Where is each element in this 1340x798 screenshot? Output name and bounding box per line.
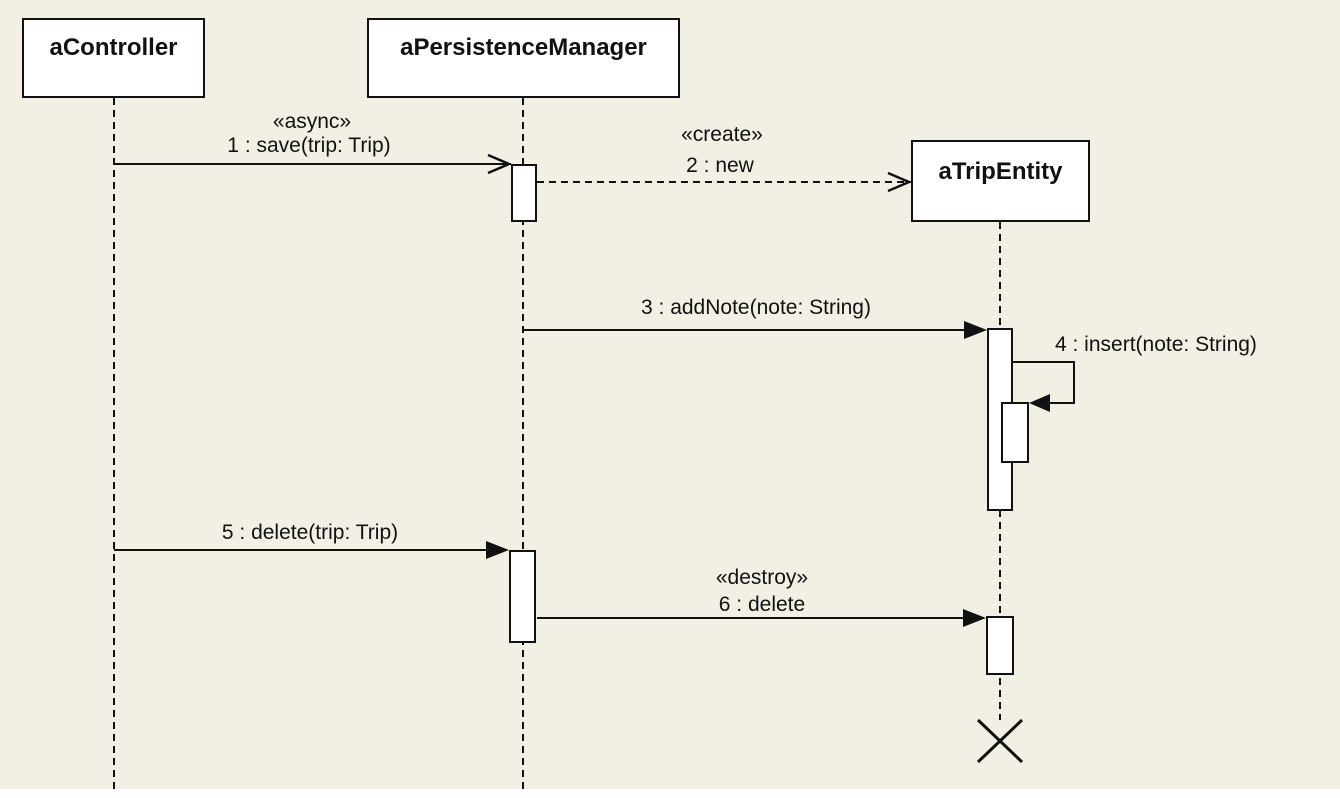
lifeline-acontroller	[113, 98, 115, 789]
lifeline-head-atripentity: aTripEntity	[911, 140, 1090, 222]
lifeline-head-apersistencemanager-label: aPersistenceManager	[400, 34, 647, 61]
message-2-stereotype: «create»	[681, 123, 763, 146]
message-4-label: 4 : insert(note: String)	[1055, 333, 1257, 356]
message-3-line	[523, 329, 967, 331]
message-1-stereotype: «async»	[272, 110, 352, 133]
message-1-line	[114, 163, 511, 165]
arrowhead-filled-icon	[1029, 394, 1050, 412]
lifeline-head-acontroller-label: aController	[49, 34, 178, 61]
activation-te-destroy	[986, 616, 1014, 675]
arrowhead-filled-icon	[964, 321, 987, 339]
message-1-label: 1 : save(trip: Trip)	[227, 134, 391, 157]
arrowhead-open-icon	[487, 153, 511, 175]
arrowhead-filled-icon	[963, 609, 986, 627]
activation-te-insert-nested	[1001, 402, 1029, 463]
message-6-line	[537, 617, 964, 619]
bottom-margin-strip	[0, 789, 1340, 798]
lifeline-head-acontroller: aController	[22, 18, 205, 98]
message-2-line	[537, 181, 911, 183]
message-5-line	[114, 549, 489, 551]
destroy-cross-icon	[976, 718, 1024, 764]
message-4-line-top	[1013, 361, 1075, 363]
arrowhead-filled-icon	[486, 541, 509, 559]
message-5-label: 5 : delete(trip: Trip)	[221, 521, 399, 544]
message-2-label: 2 : new	[686, 154, 754, 177]
message-4-line-bottom	[1033, 402, 1075, 404]
message-4-line-side	[1073, 361, 1075, 404]
activation-pm-delete	[509, 550, 536, 643]
message-3-label: 3 : addNote(note: String)	[641, 296, 871, 319]
lifeline-apersistencemanager	[522, 98, 524, 789]
message-6-label: 6 : delete	[718, 593, 806, 616]
lifeline-head-atripentity-label: aTripEntity	[938, 158, 1063, 185]
lifeline-head-apersistencemanager: aPersistenceManager	[367, 18, 680, 98]
arrowhead-open-icon	[887, 171, 911, 193]
message-6-stereotype: «destroy»	[715, 566, 809, 589]
activation-pm-save	[511, 164, 537, 222]
